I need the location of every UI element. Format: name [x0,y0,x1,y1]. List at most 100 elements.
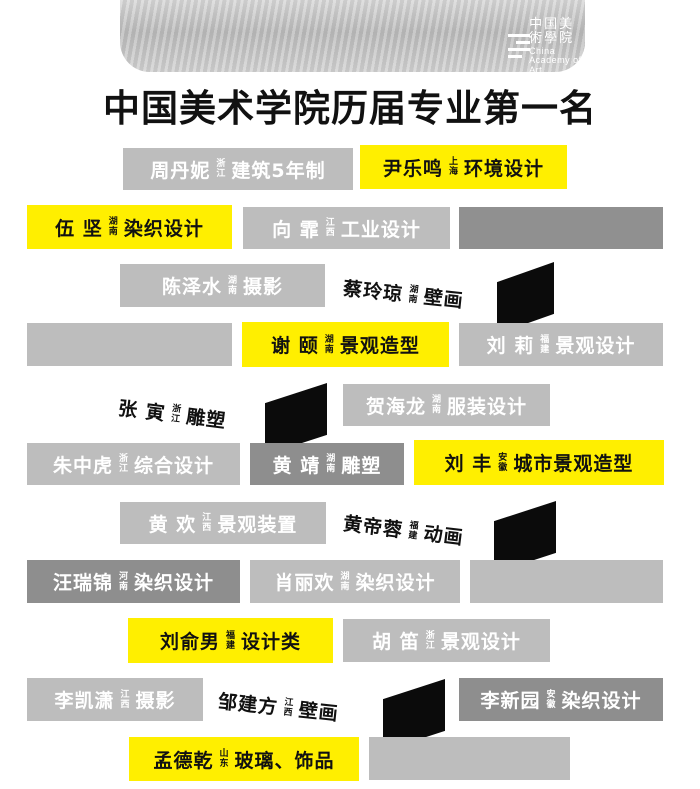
major-label: 雕塑 [341,454,382,477]
major-label: 环境设计 [464,157,545,180]
province-label: 湖南 [340,571,350,592]
province-label: 安徽 [546,689,556,710]
major-label: 摄影 [243,276,284,298]
province-label: 浙江 [170,403,182,425]
entry-card: 向 霏 江西 工业设计 [243,207,450,249]
student-name: 李新园 [480,690,541,712]
major-label: 壁画 [422,286,465,313]
student-name: 刘 丰 [444,453,493,475]
blank-block [27,323,232,366]
province-label: 河南 [118,571,128,592]
major-label: 玻璃、饰品 [234,749,335,772]
province-label: 江西 [120,689,130,710]
student-name: 朱中虎 [52,454,113,477]
page-title: 中国美术学院历届专业第一名 [103,87,597,130]
entry-text: 蔡玲琼 湖南 壁画 [342,274,465,314]
entry-card: 李新园 安徽 染织设计 [459,678,663,721]
entry-card: 胡 笛 浙江 景观设计 [343,619,550,662]
header-banner: 中国美術學院 China Academy of Art [120,0,585,72]
province-label: 福建 [225,630,235,651]
major-label: 动画 [422,522,465,550]
province-label: 湖南 [324,334,334,355]
province-label: 福建 [540,334,550,355]
blank-block [459,207,663,249]
logo-chinese: 中国美術學院 [529,17,575,47]
academy-logo: 中国美術學院 China Academy of Art [508,17,585,72]
major-label: 雕塑 [185,405,228,433]
major-label: 综合设计 [134,454,215,477]
student-name: 谢 颐 [271,335,319,357]
province-label: 福建 [407,520,420,542]
province-label: 江西 [325,218,335,238]
student-name: 陈泽水 [161,276,222,298]
major-label: 服装设计 [447,395,528,418]
blank-block [470,560,663,603]
academy-logo-icon [508,32,530,62]
major-label: 景观设计 [555,335,636,357]
province-label: 山东 [219,749,229,769]
province-label: 湖南 [227,275,237,296]
stone-texture [120,0,585,72]
major-label: 景观造型 [339,335,420,357]
student-name: 张 寅 [116,397,167,426]
student-name: 尹乐鸣 [382,157,443,180]
major-label: 染织设计 [123,217,204,240]
logo-english: China Academy of Art [529,45,582,72]
student-name: 刘 莉 [486,335,535,357]
province-label: 安徽 [498,452,508,473]
major-label: 染织设计 [561,690,642,712]
entry-card: 谢 颐 湖南 景观造型 [242,322,449,367]
entry-card: 刘 丰 安徽 城市景观造型 [414,440,664,485]
entry-text: 黄帝蓉 福建 动画 [342,509,465,551]
entry-card: 肖丽欢 湖南 染织设计 [250,560,460,603]
entry-card: 朱中虎 浙江 综合设计 [27,443,240,485]
province-label: 江西 [282,697,294,718]
province-label: 浙江 [118,454,128,474]
entry-card: 李凯潇 江西 摄影 [27,678,203,721]
student-name: 孟德乾 [153,749,214,772]
entry-card: 周丹妮 浙江 建筑5年制 [123,148,353,190]
major-label: 工业设计 [340,218,421,241]
province-label: 浙江 [216,159,226,179]
student-name: 周丹妮 [150,159,211,182]
major-label: 景观设计 [440,631,521,653]
entry-card: 汪瑞锦 河南 染织设计 [27,560,240,603]
entry-text: 张 寅 浙江 雕塑 [117,393,228,433]
entry-card: 刘 莉 福建 景观设计 [459,323,663,366]
entry-card: 尹乐鸣 上海 环境设计 [360,145,567,189]
province-label: 湖南 [407,284,419,305]
major-label: 设计类 [241,631,302,653]
student-name: 伍 坚 [55,217,103,240]
student-name: 邹建方 [217,690,280,719]
student-name: 黄 欢 [148,513,197,536]
student-name: 贺海龙 [365,395,426,418]
major-label: 摄影 [135,690,176,712]
major-label: 城市景观造型 [513,453,634,475]
major-label: 染织设计 [355,572,436,594]
student-name: 胡 笛 [372,631,420,653]
student-name: 李凯潇 [54,690,115,712]
student-name: 向 霏 [272,218,320,241]
entry-text: 邹建方 江西 壁画 [217,687,340,727]
student-name: 黄帝蓉 [341,512,405,542]
entry-card: 孟德乾 山东 玻璃、饰品 [129,737,359,781]
student-name: 黄 靖 [272,454,321,477]
major-label: 建筑5年制 [231,159,326,182]
entry-card: 陈泽水 湖南 摄影 [120,264,325,307]
student-name: 刘俞男 [159,631,220,653]
province-label: 上海 [448,157,458,177]
major-label: 壁画 [297,699,340,726]
blank-block [369,737,570,780]
province-label: 湖南 [108,217,118,237]
student-name: 蔡玲琼 [342,277,405,306]
student-name: 肖丽欢 [274,572,335,594]
major-label: 景观装置 [217,513,298,536]
student-name: 汪瑞锦 [52,572,113,594]
province-label: 浙江 [425,630,435,651]
entry-card: 刘俞男 福建 设计类 [128,618,333,663]
entry-card: 黄 欢 江西 景观装置 [120,502,326,544]
major-label: 染织设计 [134,572,215,594]
province-label: 江西 [202,513,212,533]
entry-card: 伍 坚 湖南 染织设计 [27,205,232,249]
province-label: 湖南 [326,454,336,474]
